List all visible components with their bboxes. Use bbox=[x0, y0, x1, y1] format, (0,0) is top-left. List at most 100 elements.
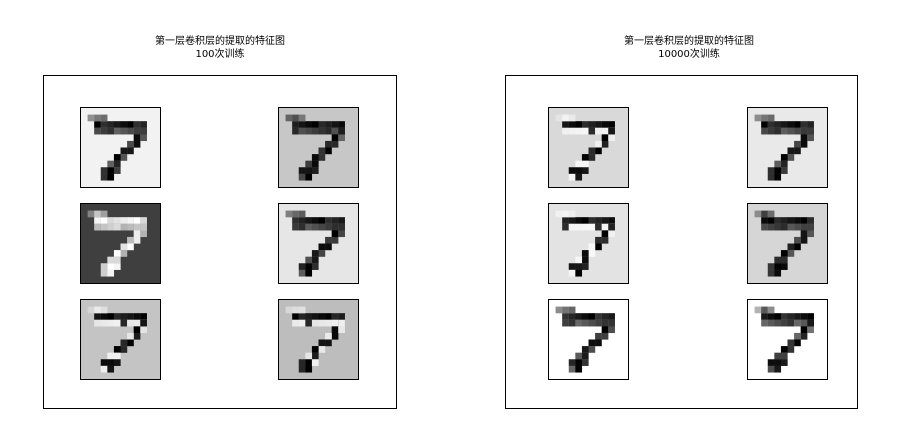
panel-left: 第一层卷积层的提取的特征图 100次训练 bbox=[0, 0, 440, 428]
feature-map-pixel bbox=[100, 359, 108, 366]
feature-map-pixel bbox=[338, 134, 345, 142]
feature-map-pixel bbox=[595, 339, 602, 347]
feature-map-pixel bbox=[318, 127, 326, 135]
feature-map-pixel bbox=[588, 154, 596, 161]
feature-map-pixel bbox=[780, 313, 788, 320]
feature-map-pixel bbox=[140, 319, 147, 327]
feature-map-pixel bbox=[794, 121, 801, 128]
feature-map-pixel bbox=[292, 114, 299, 122]
feature-map-pixel bbox=[338, 326, 345, 334]
feature-map-pixel bbox=[311, 127, 319, 135]
feature-map-pixel bbox=[761, 223, 768, 231]
feature-map-pixel bbox=[127, 147, 134, 155]
feature-map-pixel bbox=[601, 134, 609, 142]
feature-map-pixel bbox=[575, 167, 583, 174]
panel-subtitle: 10000次训练 bbox=[658, 49, 720, 60]
feature-map-pixel bbox=[761, 319, 768, 327]
feature-map-pixel bbox=[754, 210, 762, 218]
feature-map-pixel bbox=[601, 223, 609, 231]
feature-map-pixel bbox=[325, 339, 332, 347]
feature-map-pixel bbox=[767, 306, 775, 314]
feature-map-pixel bbox=[325, 313, 332, 320]
feature-map-pixel bbox=[318, 217, 326, 224]
feature-map-pixel bbox=[774, 160, 782, 168]
feature-map-pixel bbox=[120, 313, 128, 320]
feature-map-pixel bbox=[133, 332, 141, 340]
feature-map-pixel bbox=[318, 243, 326, 251]
feature-map-pixel bbox=[113, 346, 121, 353]
feature-map-pixel bbox=[800, 121, 808, 128]
feature-map-pixel bbox=[581, 154, 589, 161]
feature-map-pixel bbox=[325, 217, 332, 224]
feature-map-pixel bbox=[780, 346, 788, 353]
feature-map-pixel bbox=[581, 167, 589, 174]
feature-map-pixel bbox=[325, 121, 332, 128]
feature-map-pixel bbox=[94, 313, 101, 320]
feature-map-pixel bbox=[562, 114, 569, 122]
feature-map-pixel bbox=[794, 140, 801, 148]
feature-map-pixel bbox=[575, 127, 583, 135]
feature-map-pixel bbox=[761, 127, 768, 135]
feature-map-pixel bbox=[761, 210, 768, 218]
feature-map-pixel bbox=[588, 121, 596, 128]
feature-map-pixel bbox=[87, 306, 95, 314]
feature-map-pixel bbox=[581, 217, 589, 224]
feature-map-pixel bbox=[588, 346, 596, 353]
feature-map-pixel bbox=[331, 236, 339, 244]
feature-map-pixel bbox=[608, 121, 615, 128]
feature-map-pixel bbox=[780, 127, 788, 135]
feature-map-pixel bbox=[780, 160, 788, 168]
feature-map-pixel bbox=[568, 127, 576, 135]
feature-map-pixel bbox=[774, 359, 782, 366]
feature-map-left-map-5 bbox=[80, 299, 161, 380]
feature-map-pixel bbox=[133, 236, 141, 244]
feature-map-pixel bbox=[305, 160, 313, 168]
feature-map-pixel bbox=[562, 210, 569, 218]
feature-map-pixel bbox=[120, 346, 128, 353]
feature-map-pixel bbox=[338, 217, 345, 224]
feature-map-pixel bbox=[595, 217, 602, 224]
feature-map-pixel bbox=[787, 121, 795, 128]
panel-title: 第一层卷积层的提取的特征图 bbox=[624, 36, 754, 47]
feature-map-pixel bbox=[601, 121, 609, 128]
feature-map-pixel bbox=[140, 326, 147, 334]
feature-map-pixel bbox=[120, 243, 128, 251]
feature-map-pixel bbox=[318, 250, 326, 257]
feature-map-pixel bbox=[338, 223, 345, 231]
feature-map-pixel bbox=[780, 263, 788, 270]
feature-map-pixel bbox=[298, 319, 306, 327]
feature-map-pixel bbox=[107, 365, 115, 373]
feature-map-pixel bbox=[767, 210, 775, 218]
feature-map-pixel bbox=[794, 243, 801, 251]
feature-map-pixel bbox=[318, 346, 326, 353]
feature-map-pixel bbox=[113, 167, 121, 174]
feature-map-pixel bbox=[581, 352, 589, 360]
feature-map-pixel bbox=[595, 313, 602, 320]
feature-map-pixel bbox=[113, 160, 121, 168]
feature-map-pixel bbox=[780, 250, 788, 257]
feature-map-pixel bbox=[807, 223, 814, 231]
feature-map-pixel bbox=[305, 127, 313, 135]
feature-map-pixel bbox=[325, 140, 332, 148]
feature-map-pixel bbox=[298, 173, 306, 181]
feature-map-pixel bbox=[601, 319, 609, 327]
feature-map-pixel bbox=[608, 319, 615, 327]
feature-map-pixel bbox=[807, 127, 814, 135]
feature-map-pixel bbox=[562, 217, 569, 224]
feature-map-pixel bbox=[787, 319, 795, 327]
feature-map-pixel bbox=[595, 147, 602, 155]
feature-map-pixel bbox=[331, 223, 339, 231]
feature-map-pixel bbox=[127, 319, 134, 327]
feature-map-pixel bbox=[100, 269, 108, 277]
feature-map-pixel bbox=[575, 217, 583, 224]
feature-map-pixel bbox=[140, 313, 147, 320]
feature-map-pixel bbox=[133, 217, 141, 224]
feature-map-pixel bbox=[318, 319, 326, 327]
feature-map-pixel bbox=[338, 313, 345, 320]
feature-map-pixel bbox=[113, 319, 121, 327]
feature-map-pixel bbox=[107, 217, 115, 224]
feature-map-pixel bbox=[331, 319, 339, 327]
feature-map-pixel bbox=[140, 121, 147, 128]
feature-map-pixel bbox=[800, 134, 808, 142]
feature-map-pixel bbox=[787, 346, 795, 353]
